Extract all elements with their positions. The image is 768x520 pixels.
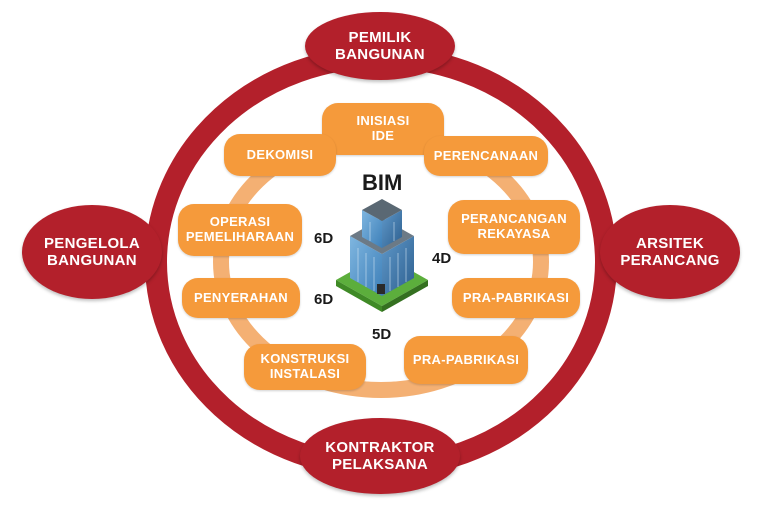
phase-inisiasi: INISIASI IDE [322, 103, 444, 155]
stakeholder-contractor-line2: PELAKSANA [331, 456, 429, 473]
dimension-label-6d-upper: 6D [314, 230, 334, 247]
phase-perancangan: PERANCANGAN REKAYASA [448, 200, 580, 254]
stakeholder-manager-line1: PENGELOLA [43, 234, 141, 252]
dimension-label-6d-lower: 6D [314, 291, 334, 308]
phase-perencanaan-label: PERENCANAAN [433, 147, 539, 163]
phase-dekomisi: DEKOMISI [224, 134, 336, 176]
phase-perancangan-line2: REKAYASA [477, 226, 551, 241]
phase-prapabrikasi-1-label: PRA-PABRIKASI [462, 289, 570, 305]
stakeholder-architect-line1: ARSITEK [636, 234, 704, 252]
phase-konstruksi-line1: KONSTRUKSI [260, 351, 350, 367]
stakeholder-architect: ARSITEK PERANCANG [600, 205, 740, 299]
phase-perancangan-line1: PERANCANGAN [461, 211, 567, 227]
dimension-label-5d: 5D [372, 326, 392, 343]
phase-prapabrikasi-1: PRA-PABRIKASI [452, 278, 580, 318]
diagram-title: BIM [362, 170, 403, 195]
phase-perencanaan: PERENCANAAN [424, 136, 548, 176]
phase-penyerahan-label: PENYERAHAN [193, 289, 288, 305]
phase-operasi-line2: PEMELIHARAAN [185, 229, 295, 244]
stakeholder-owner-line1: PEMILIK [348, 28, 412, 46]
phase-dekomisi-label: DEKOMISI [246, 146, 314, 162]
phase-inisiasi-line2: IDE [371, 128, 395, 143]
phase-inisiasi-line1: INISIASI [356, 113, 410, 129]
phase-prapabrikasi-2: PRA-PABRIKASI [404, 336, 528, 384]
phase-operasi-line1: OPERASI [209, 214, 271, 230]
phase-prapabrikasi-2-label: PRA-PABRIKASI [412, 351, 520, 367]
building-icon [336, 199, 428, 312]
stakeholder-manager: PENGELOLA BANGUNAN [22, 205, 162, 299]
stakeholder-contractor: KONTRAKTOR PELAKSANA [300, 418, 460, 494]
phase-penyerahan: PENYERAHAN [182, 278, 300, 318]
stakeholder-contractor-line1: KONTRAKTOR [325, 438, 435, 456]
stakeholder-owner: PEMILIK BANGUNAN [305, 12, 455, 80]
phase-konstruksi-line2: INSTALASI [269, 366, 341, 381]
stakeholder-architect-line2: PERANCANG [620, 252, 720, 269]
dimension-label-4d: 4D [432, 250, 452, 267]
stakeholder-owner-line2: BANGUNAN [335, 46, 425, 63]
phase-operasi: OPERASI PEMELIHARAAN [178, 204, 302, 256]
stakeholder-manager-line2: BANGUNAN [47, 252, 137, 269]
phase-konstruksi: KONSTRUKSI INSTALASI [244, 344, 366, 390]
